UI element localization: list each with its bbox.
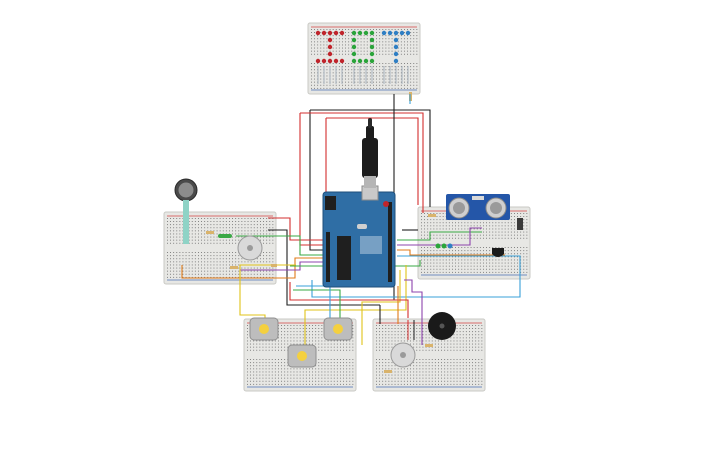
- left-resistor-3: [271, 264, 277, 267]
- force-sensor: [174, 178, 198, 244]
- led-group-green: [351, 30, 375, 64]
- wire-orange-right: [397, 249, 505, 256]
- wire-green-right-1: [397, 231, 482, 241]
- arduino-power-jack: [325, 196, 336, 210]
- right-resistor: [428, 214, 436, 217]
- led-group-blue: [381, 30, 411, 64]
- wire-blue-right: [311, 255, 521, 298]
- bottom-right-resistor-1: [425, 344, 433, 347]
- led-blue-right: [447, 243, 453, 249]
- ultrasonic-crystal: [472, 196, 484, 200]
- wire-black-left-1: [268, 229, 380, 306]
- wire-green-left: [236, 235, 323, 256]
- led-group-red: [315, 30, 345, 64]
- wire-red-left-1: [268, 217, 323, 241]
- left-led-green: [218, 234, 232, 238]
- arduino-uno: [322, 118, 396, 288]
- wire-red-top-outer-2: [300, 112, 424, 213]
- piezo-buzzer-center: [439, 323, 445, 329]
- bottom-right-resistor-2: [384, 370, 392, 373]
- ultrasonic-mesh-left: [453, 202, 465, 214]
- wires: [181, 94, 521, 348]
- arduino-header-right: [388, 202, 392, 282]
- servo-left-hub: [247, 245, 253, 251]
- arduino-header-left: [326, 232, 330, 282]
- left-resistor-2: [230, 266, 238, 269]
- arduino-crystal: [357, 224, 367, 229]
- wire-red-top-inner-2: [326, 117, 419, 205]
- wire-yellow-bottom-2: [361, 270, 401, 345]
- tilt-switch: [517, 218, 523, 230]
- usb-cable-neck: [366, 126, 374, 140]
- left-resistor-1: [206, 231, 214, 234]
- breadboard-left: [163, 211, 277, 285]
- temperature-sensor: [492, 248, 504, 257]
- arduino-logo-plate: [360, 236, 382, 254]
- dc-motors: [249, 317, 353, 368]
- left-board-parts: [206, 231, 277, 269]
- force-sensor-center: [178, 182, 194, 198]
- usb-cable-tip: [368, 118, 372, 128]
- ultrasonic-sensor: [446, 194, 510, 220]
- servo-bottom-hub: [400, 352, 406, 358]
- arduino-chip: [337, 236, 351, 280]
- wire-red-bottom: [289, 282, 409, 318]
- arduino-reset-button: [383, 201, 389, 207]
- force-sensor-tail: [183, 200, 189, 244]
- wire-orange-left: [181, 257, 323, 279]
- dc-motor-3: [287, 344, 317, 368]
- arduino-usb-port: [361, 185, 379, 201]
- usb-cable-connector: [364, 176, 376, 188]
- led-display: [315, 30, 412, 101]
- led-green-right-2: [441, 243, 447, 249]
- wire-black-top-left: [310, 109, 431, 207]
- wire-purple-right: [397, 227, 482, 246]
- right-board-parts: [428, 214, 523, 257]
- wire-green-bottom: [293, 289, 341, 320]
- usb-cable-plug: [362, 138, 378, 178]
- dc-motor-1: [249, 317, 279, 341]
- bottom-right-parts: [384, 312, 456, 373]
- led-resistor-leads: [317, 66, 409, 84]
- ultrasonic-mesh-right: [490, 202, 502, 214]
- dc-motor-2: [323, 317, 353, 341]
- led-green-right-1: [435, 243, 441, 249]
- wire-purple-bottom: [404, 279, 423, 345]
- wire-yellow-bottom-1: [304, 265, 407, 348]
- wire-black-top: [309, 110, 323, 251]
- breadboard-left-holes: [167, 218, 274, 278]
